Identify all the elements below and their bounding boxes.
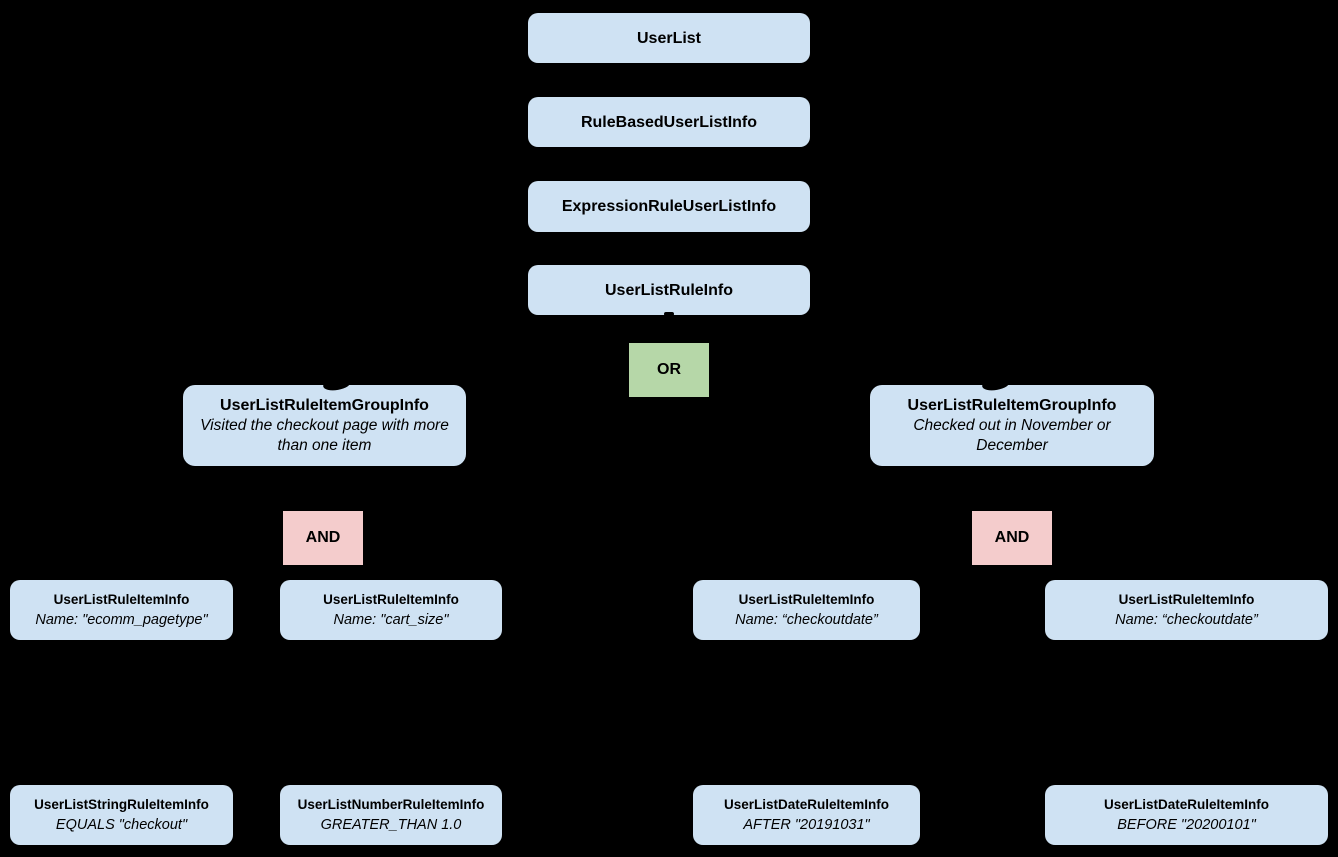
node-expression-rule-user-list-info: ExpressionRuleUserListInfo <box>528 181 810 232</box>
or-operator: OR <box>629 343 709 397</box>
rule-item-cart-size: UserListRuleItemInfo Name: "cart_size" <box>280 580 502 640</box>
node-detail: EQUALS "checkout" <box>55 817 188 833</box>
node-label: UserListRuleItemInfo <box>738 592 875 607</box>
node-label: UserListDateRuleItemInfo <box>723 797 890 812</box>
node-detail: Name: "ecomm_pagetype" <box>35 612 208 628</box>
node-label: UserListRuleItemInfo <box>53 592 190 607</box>
node-label: ExpressionRuleUserListInfo <box>561 198 777 215</box>
rule-item-checkoutdate-1: UserListRuleItemInfo Name: “checkoutdate… <box>693 580 920 640</box>
node-label: UserList <box>636 29 702 47</box>
node-label: UserListRuleItemInfo <box>1118 592 1255 607</box>
number-rule-item: UserListNumberRuleItemInfo GREATER_THAN … <box>280 785 502 845</box>
node-user-list: UserList <box>528 13 810 63</box>
rule-item-group-left: UserListRuleItemGroupInfo Visited the ch… <box>183 375 466 466</box>
node-detail: Name: "cart_size" <box>333 612 449 628</box>
node-detail: GREATER_THAN 1.0 <box>320 817 462 833</box>
node-label: RuleBasedUserListInfo <box>580 113 758 131</box>
node-label: UserListRuleInfo <box>604 281 733 299</box>
node-description: Visited the checkout page with more than… <box>200 417 449 454</box>
rule-item-ecomm-pagetype: UserListRuleItemInfo Name: "ecomm_pagety… <box>10 580 233 640</box>
rule-item-checkoutdate-2: UserListRuleItemInfo Name: “checkoutdate… <box>1045 580 1328 640</box>
connector-line-artifact <box>664 312 674 316</box>
date-rule-item-before: UserListDateRuleItemInfo BEFORE "2020010… <box>1045 785 1328 845</box>
node-label: UserListRuleItemInfo <box>323 592 459 607</box>
node-label: UserListRuleItemGroupInfo <box>907 397 1117 414</box>
node-detail: Name: “checkoutdate” <box>1115 612 1258 628</box>
node-detail: BEFORE "20200101" <box>1117 817 1256 833</box>
and-operator-left: AND <box>283 511 363 565</box>
rule-item-group-right: UserListRuleItemGroupInfo Checked out in… <box>870 375 1154 466</box>
and-operator-right: AND <box>972 511 1052 565</box>
node-detail: Name: “checkoutdate” <box>735 612 878 628</box>
node-description: Checked out in November or December <box>913 417 1111 454</box>
connector-arrowhead-artifact <box>981 375 1011 393</box>
connector-arrowhead-artifact <box>322 375 352 393</box>
string-rule-item: UserListStringRuleItemInfo EQUALS "check… <box>10 785 233 845</box>
node-label: UserListDateRuleItemInfo <box>1103 797 1270 812</box>
node-detail: AFTER "20191031" <box>743 817 870 833</box>
node-label: UserListStringRuleItemInfo <box>34 797 209 812</box>
node-label: UserListNumberRuleItemInfo <box>297 797 485 812</box>
node-rule-based-user-list-info: RuleBasedUserListInfo <box>528 97 810 147</box>
node-label: UserListRuleItemGroupInfo <box>220 397 429 414</box>
node-user-list-rule-info: UserListRuleInfo <box>528 265 810 316</box>
date-rule-item-after: UserListDateRuleItemInfo AFTER "20191031… <box>693 785 920 845</box>
